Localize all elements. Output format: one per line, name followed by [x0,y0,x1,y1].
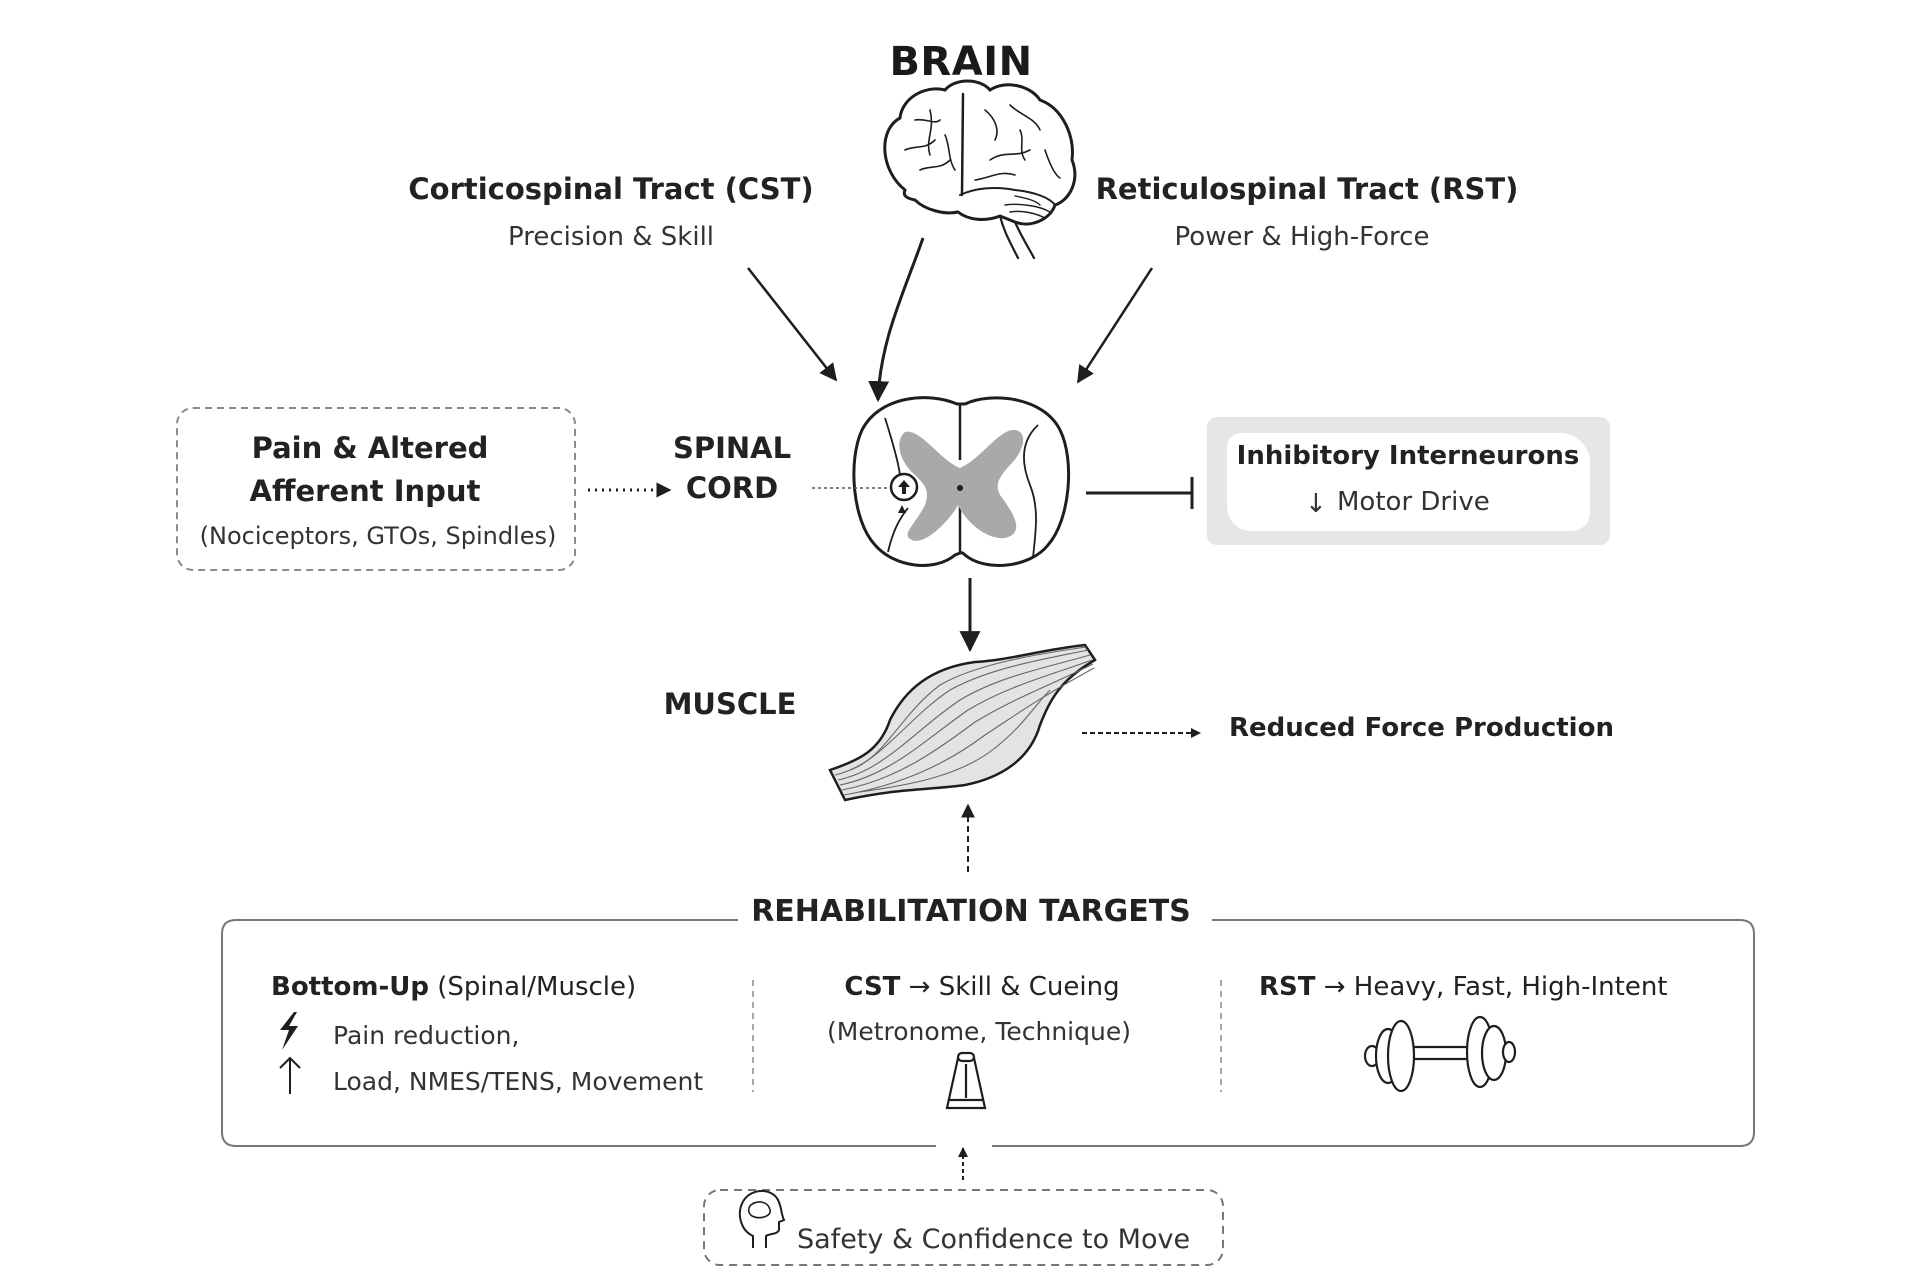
cst-title: Corticospinal Tract (CST) [408,172,814,206]
afferent-title-line1: Pain & Altered [251,431,489,465]
head-brain-icon [738,1190,786,1248]
bottom-up-item-1: Pain reduction, [333,1021,520,1050]
arrow-up-icon [279,1056,301,1094]
metronome-icon [945,1051,987,1110]
cst-arrow [747,267,838,382]
bottom-up-rest: (Spinal/Muscle) [429,972,637,1002]
dumbbell-icon [1363,1015,1517,1093]
brain-to-cord-arrow [868,237,925,403]
inhibitory-title: Inhibitory Interneurons [1236,441,1580,471]
afferent-box-border [176,407,576,571]
rst-bold: RST [1259,972,1316,1002]
inhibitory-effect: Motor Drive [1337,487,1490,517]
rst-title: Reticulospinal Tract (RST) [1095,172,1519,206]
afferent-detail: (Nociceptors, GTOs, Spindles) [199,522,557,550]
rst-arrow [1076,267,1154,384]
rehab-col-bottom-up-title: Bottom-Up (Spinal/Muscle) [271,974,636,1000]
rehab-col-cst-detail: (Metronome, Technique) [827,1017,1131,1046]
spinal-label-line2: CORD [685,471,779,505]
cst-subtitle: Precision & Skill [507,222,715,252]
inhibitory-arrow: ↓ [1305,489,1327,519]
rehab-title: REHABILITATION TARGETS [745,897,1197,927]
muscle-icon [828,643,1097,802]
safety-label: Safety & Confidence to Move [797,1224,1191,1255]
muscle-label: MUSCLE [663,687,797,721]
bottom-up-bold: Bottom-Up [271,972,430,1002]
safety-box-border [703,1189,1224,1266]
brain-title: BRAIN [889,39,1033,85]
rst-rest: → Heavy, Fast, High-Intent [1315,972,1668,1002]
spinal-label-line1: SPINAL [672,431,792,465]
rehab-box-border [221,919,1755,1147]
lightning-icon [280,1012,298,1050]
spinal-cord-icon [852,396,1071,567]
rehab-col-rst-title: RST → Heavy, Fast, High-Intent [1259,974,1668,1000]
cst-bold: CST [844,972,901,1002]
rehab-col-cst-title: CST → Skill & Cueing [844,974,1119,1000]
rst-subtitle: Power & High-Force [1174,222,1430,252]
inhibitory-box [1207,417,1610,545]
brain-icon [883,79,1077,260]
cst-rest: → Skill & Cueing [900,972,1120,1002]
reduced-force-label: Reduced Force Production [1229,713,1614,743]
afferent-title-line2: Afferent Input [249,474,481,508]
bottom-up-item-2: Load, NMES/TENS, Movement [333,1067,704,1096]
